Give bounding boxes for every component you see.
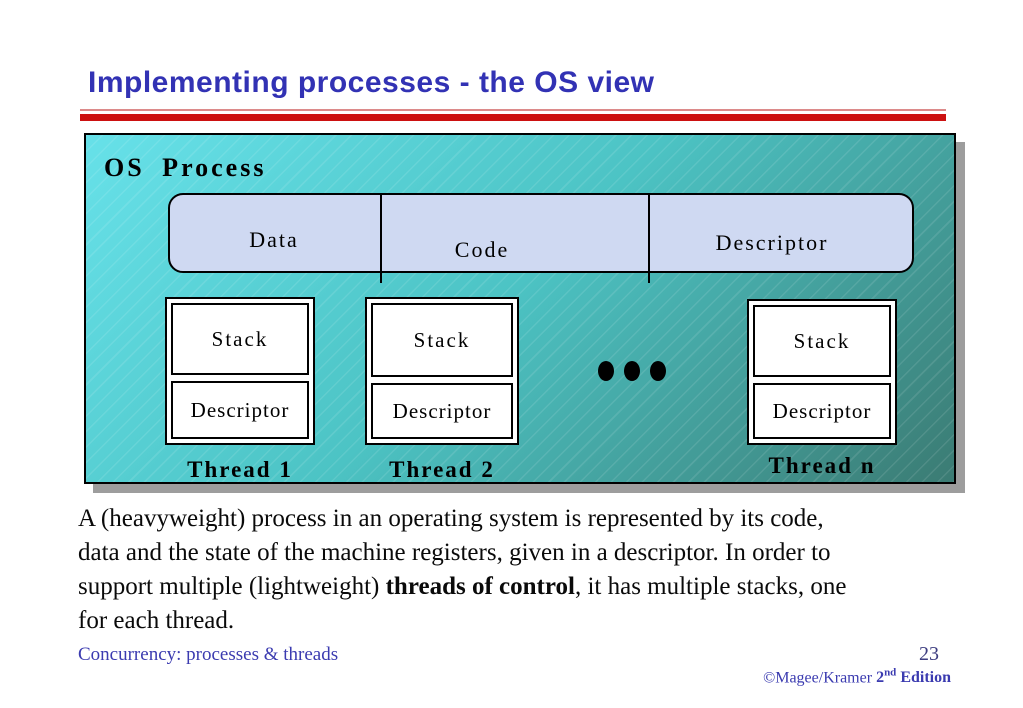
thread-n-label: Thread n bbox=[768, 453, 876, 478]
thread-2-stack: Stack bbox=[371, 303, 513, 377]
thread-n-descriptor: Descriptor bbox=[753, 383, 891, 439]
segment-label-data: Data bbox=[249, 227, 299, 252]
process-segment-bar bbox=[168, 193, 914, 273]
footer-course-title: Concurrency: processes & threads bbox=[78, 644, 339, 665]
thread-n-box: Stack Descriptor bbox=[747, 299, 897, 445]
body-line: support multiple (lightweight) threads o… bbox=[78, 570, 978, 604]
credit-edition-ordinal: nd bbox=[884, 667, 897, 679]
segment-divider bbox=[380, 193, 382, 283]
ellipsis-dots bbox=[598, 361, 666, 381]
body-text-run: for each thread. bbox=[78, 607, 235, 634]
thread-1-stack: Stack bbox=[171, 303, 309, 375]
credit-edition-word: Edition bbox=[896, 669, 951, 687]
body-line: for each thread. bbox=[78, 604, 978, 638]
credit-prefix: ©Magee/Kramer bbox=[763, 669, 877, 687]
slide-title: Implementing processes - the OS view bbox=[88, 66, 655, 99]
body-line: data and the state of the machine regist… bbox=[78, 536, 978, 570]
thread-1-label: Thread 1 bbox=[187, 457, 293, 482]
body-text-run: data and the state of the machine regist… bbox=[78, 539, 831, 566]
title-rule-thin bbox=[80, 109, 946, 111]
thread-2-label: Thread 2 bbox=[389, 457, 495, 482]
dot-icon bbox=[650, 361, 666, 381]
thread-1-descriptor: Descriptor bbox=[171, 381, 309, 439]
thread-2-box: Stack Descriptor bbox=[365, 297, 519, 445]
body-text-run: , it has multiple stacks, one bbox=[574, 573, 847, 600]
body-text-run: support multiple (lightweight) bbox=[78, 573, 386, 600]
dot-icon bbox=[598, 361, 614, 381]
page-number: 23 bbox=[919, 643, 939, 665]
segment-label-descriptor: Descriptor bbox=[715, 230, 829, 255]
credit-edition-number: 2 bbox=[876, 669, 885, 687]
credit-edition: 2nd Edition bbox=[876, 667, 951, 687]
body-bold-phrase: threads of control bbox=[385, 573, 575, 600]
copyright-credit: ©Magee/Kramer 2nd Edition bbox=[763, 667, 951, 687]
body-paragraph: A (heavyweight) process in an operating … bbox=[78, 502, 978, 638]
title-rule-thick bbox=[80, 114, 946, 121]
os-process-diagram-panel: OS Process Data Code Descriptor Stack De… bbox=[84, 133, 956, 484]
segment-divider bbox=[648, 193, 650, 283]
segment-label-code: Code bbox=[454, 237, 510, 262]
os-process-label: OS Process bbox=[104, 153, 267, 182]
body-text-run: A (heavyweight) process in an operating … bbox=[78, 505, 824, 532]
thread-1-box: Stack Descriptor bbox=[165, 297, 315, 445]
dot-icon bbox=[624, 361, 640, 381]
thread-n-stack: Stack bbox=[753, 305, 891, 377]
body-line: A (heavyweight) process in an operating … bbox=[78, 502, 978, 536]
thread-2-descriptor: Descriptor bbox=[371, 383, 513, 439]
